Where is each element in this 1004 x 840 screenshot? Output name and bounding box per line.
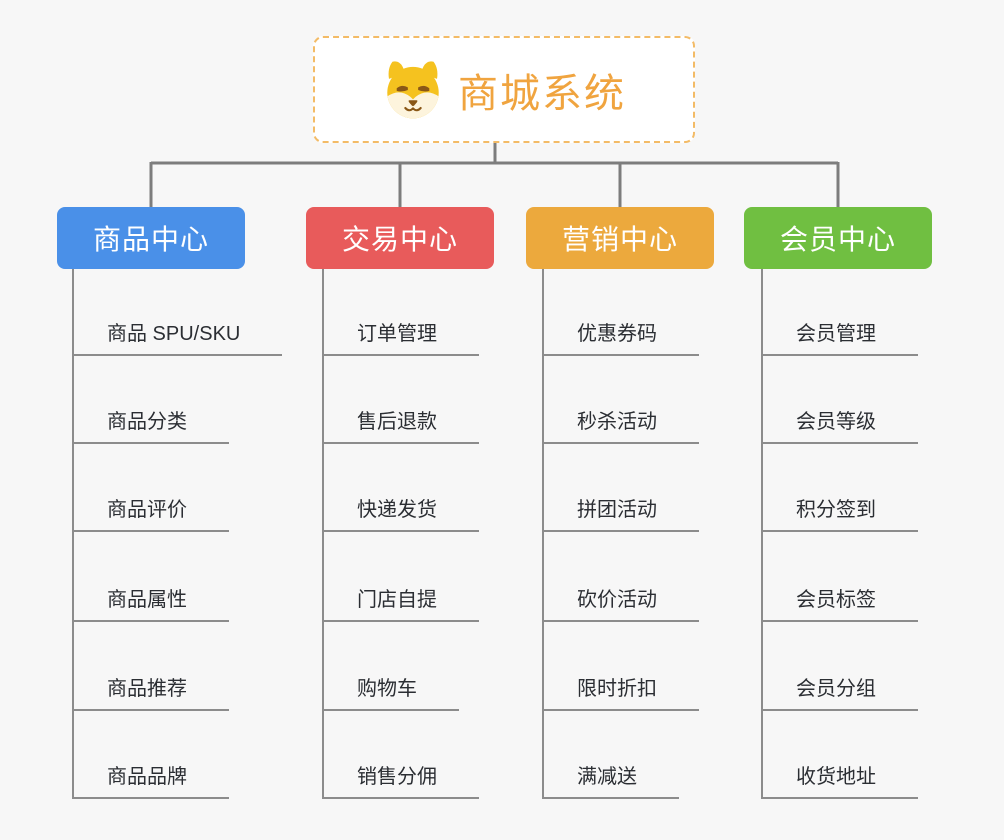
tree-item-label: 售后退款 (357, 411, 437, 433)
tree-item-label: 商品推荐 (107, 678, 187, 700)
tree-item[interactable]: 限时折扣 (543, 676, 699, 711)
root-branch-connectors (149, 141, 840, 208)
tree-item-label: 商品分类 (107, 411, 187, 433)
tree-item[interactable]: 门店自提 (323, 587, 479, 622)
tree-item[interactable]: 积分签到 (762, 497, 918, 532)
branch-node-2[interactable]: 交易中心 (306, 207, 494, 269)
tree-item[interactable]: 售后退款 (323, 409, 479, 444)
tree-item[interactable]: 秒杀活动 (543, 409, 699, 444)
tree-item-label: 拼团活动 (577, 499, 657, 521)
tree-item-label: 门店自提 (357, 589, 437, 611)
tree-item-label: 优惠券码 (577, 323, 657, 345)
tree-item[interactable]: 拼团活动 (543, 497, 699, 532)
dog-face-icon (387, 60, 439, 118)
branch-label: 交易中心 (341, 224, 458, 255)
tree-item-label: 会员等级 (796, 411, 876, 433)
tree-item[interactable]: 会员分组 (762, 676, 918, 711)
tree-item[interactable]: 销售分佣 (323, 764, 479, 799)
root-title: 商城系统 (458, 71, 626, 116)
branch-label: 会员中心 (779, 224, 896, 255)
tree-item-label: 购物车 (357, 678, 417, 700)
tree-item[interactable]: 商品评价 (73, 497, 229, 532)
tree-item[interactable]: 砍价活动 (543, 587, 699, 622)
tree-item-label: 会员分组 (796, 678, 876, 700)
tree-item-label: 商品评价 (107, 499, 187, 521)
tree-item-label: 收货地址 (796, 766, 876, 788)
tree-item[interactable]: 商品推荐 (73, 676, 229, 711)
tree-item-label: 积分签到 (796, 499, 876, 521)
tree-item-label: 满减送 (577, 766, 637, 788)
tree-item[interactable]: 订单管理 (323, 321, 479, 356)
tree-item[interactable]: 会员标签 (762, 587, 918, 622)
tree-item-label: 秒杀活动 (577, 411, 657, 433)
tree-item-label: 快递发货 (357, 499, 437, 521)
branch-label: 商品中心 (92, 224, 209, 255)
tree-item-label: 订单管理 (357, 323, 437, 345)
tree-item-label: 商品 SPU/SKU (107, 323, 241, 345)
tree-item[interactable]: 商品品牌 (73, 764, 229, 799)
tree-item-label: 砍价活动 (577, 589, 657, 611)
tree-item[interactable]: 会员管理 (762, 321, 918, 356)
tree-item[interactable]: 满减送 (543, 764, 679, 799)
root-node[interactable]: 商城系统 (313, 36, 695, 143)
tree-item-label: 会员标签 (796, 589, 876, 611)
branch-node-4[interactable]: 会员中心 (744, 207, 932, 269)
tree-item-label: 会员管理 (796, 323, 876, 345)
tree-item[interactable]: 商品属性 (73, 587, 229, 622)
tree-item-label: 商品品牌 (107, 766, 187, 788)
tree-item-label: 商品属性 (107, 589, 187, 611)
tree-item-label: 销售分佣 (357, 766, 437, 788)
branch-node-1[interactable]: 商品中心 (57, 207, 245, 269)
tree-item[interactable]: 会员等级 (762, 409, 918, 444)
tree-item[interactable]: 购物车 (323, 676, 459, 711)
tree-item[interactable]: 商品 SPU/SKU (73, 321, 283, 356)
branch-node-3[interactable]: 营销中心 (526, 207, 714, 269)
tree-item[interactable]: 优惠券码 (543, 321, 699, 356)
tree-item-label: 限时折扣 (577, 678, 657, 700)
tree-item[interactable]: 收货地址 (762, 764, 918, 799)
tree-item[interactable]: 商品分类 (73, 409, 229, 444)
branch-label: 营销中心 (561, 224, 678, 255)
tree-item[interactable]: 快递发货 (323, 497, 479, 532)
